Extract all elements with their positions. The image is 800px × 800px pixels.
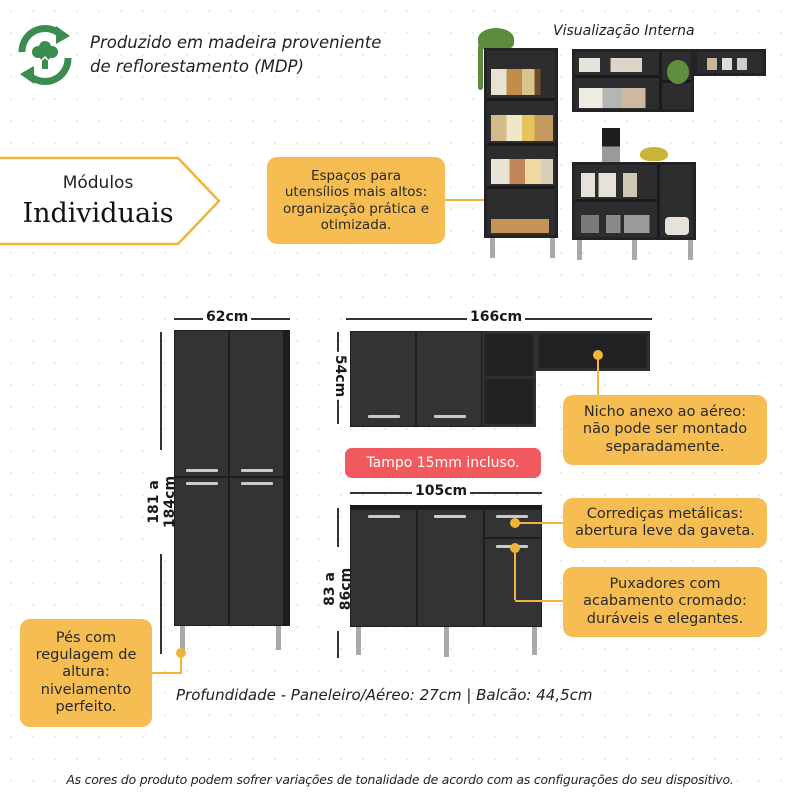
base-width-label: 105cm bbox=[412, 483, 471, 499]
callout-text: nivelamento bbox=[40, 681, 132, 698]
cabinet-leg bbox=[550, 238, 555, 258]
countertop bbox=[350, 505, 542, 509]
cabinet-leg bbox=[632, 240, 637, 260]
plant-vine bbox=[478, 45, 483, 90]
callout-handles: Puxadores com acabamento cromado: duráve… bbox=[563, 567, 767, 637]
internal-view-label: Visualização Interna bbox=[553, 23, 695, 39]
plant-icon bbox=[478, 28, 514, 50]
base-cabinet bbox=[350, 505, 542, 627]
color-disclaimer: As cores do produto podem sofrer variaçõ… bbox=[66, 772, 734, 787]
door bbox=[229, 477, 284, 626]
chrome-handle bbox=[241, 482, 273, 485]
callout-feet: Pés com regulagem de altura: nivelamento… bbox=[20, 619, 152, 727]
connector-line bbox=[445, 199, 520, 201]
open-shelf bbox=[482, 376, 536, 427]
callout-text: Corrediças metálicas: bbox=[586, 505, 744, 522]
chrome-handle bbox=[186, 482, 218, 485]
connector-line bbox=[515, 600, 565, 602]
callout-text: separadamente. bbox=[605, 438, 725, 455]
wall-cabinet bbox=[350, 331, 536, 427]
connector-line bbox=[180, 653, 182, 673]
callout-text: regulagem de bbox=[35, 646, 137, 663]
countertop-badge: Tampo 15mm incluso. bbox=[345, 448, 541, 478]
chrome-handle bbox=[368, 415, 400, 418]
callout-text: utensílios mais altos: bbox=[284, 184, 428, 201]
cabinet-leg bbox=[688, 240, 693, 260]
callout-text: perfeito. bbox=[55, 699, 117, 716]
door bbox=[350, 331, 416, 427]
callout-text: abertura leve da gaveta. bbox=[575, 523, 755, 539]
cabinet-leg bbox=[490, 238, 495, 258]
callout-text: otimizada. bbox=[320, 216, 392, 233]
cabinet-leg bbox=[577, 240, 582, 260]
wall-height-label: 54cm bbox=[332, 351, 349, 401]
connector-line bbox=[152, 672, 182, 674]
adjustable-foot bbox=[356, 627, 361, 655]
door bbox=[174, 330, 229, 477]
callout-text: duráveis e elegantes. bbox=[586, 610, 744, 627]
callout-text: Puxadores com bbox=[609, 575, 721, 592]
callout-text: Espaços para bbox=[310, 168, 402, 185]
callout-text: não pode ser montado bbox=[582, 421, 748, 438]
badge-line2: Individuais bbox=[22, 198, 174, 229]
wall-width-label: 166cm bbox=[467, 309, 526, 325]
tall-cabinet-open bbox=[484, 48, 558, 238]
adjustable-foot bbox=[444, 627, 449, 657]
eco-text: Produzido em madeira proveniente de refl… bbox=[90, 31, 381, 79]
callout-text: Pés com bbox=[55, 629, 117, 646]
callout-slides: Corrediças metálicas: abertura leve da g… bbox=[563, 498, 767, 548]
connector-dot bbox=[593, 350, 603, 360]
chrome-handle bbox=[368, 515, 400, 518]
door bbox=[229, 330, 284, 477]
open-shelf bbox=[482, 331, 536, 379]
badge-line1: Módulos bbox=[62, 173, 134, 193]
chrome-handle bbox=[434, 415, 466, 418]
coffee-maker-icon bbox=[602, 128, 620, 162]
eco-icon bbox=[12, 22, 78, 88]
callout-tall-spaces: Espaços para utensílios mais altos: orga… bbox=[267, 157, 445, 244]
depth-note: Profundidade - Paneleiro/Aéreo: 27cm | B… bbox=[176, 686, 593, 704]
chrome-handle bbox=[241, 469, 273, 472]
chrome-handle bbox=[434, 515, 466, 518]
connector-line bbox=[514, 548, 516, 600]
base-cabinet-open bbox=[572, 162, 696, 240]
eco-text-line1: Produzido em madeira proveniente bbox=[90, 33, 382, 52]
chrome-handle bbox=[186, 469, 218, 472]
fruit-bowl-icon bbox=[640, 147, 668, 161]
callout-niche: Nicho anexo ao aéreo: não pode ser monta… bbox=[563, 395, 767, 465]
callout-text: organização prática e bbox=[282, 200, 430, 217]
callout-text: Nicho anexo ao aéreo: bbox=[583, 403, 747, 420]
tall-cabinet bbox=[174, 330, 290, 626]
niche-open bbox=[694, 49, 766, 76]
adjustable-foot bbox=[180, 626, 185, 650]
door bbox=[417, 509, 484, 627]
adjustable-foot bbox=[532, 627, 537, 655]
connector-line bbox=[597, 356, 599, 398]
tall-width-label: 62cm bbox=[203, 309, 252, 325]
door bbox=[350, 509, 417, 627]
door bbox=[416, 331, 482, 427]
eco-text-line2: de reflorestamento (MDP) bbox=[90, 57, 304, 76]
modules-badge: Módulos Individuais bbox=[0, 156, 222, 246]
callout-text: acabamento cromado: bbox=[583, 593, 747, 610]
connector-line bbox=[515, 522, 565, 524]
chrome-handle bbox=[496, 515, 528, 518]
door bbox=[174, 477, 229, 626]
adjustable-foot bbox=[276, 626, 281, 650]
callout-text: altura: bbox=[62, 664, 110, 681]
wall-cabinet-open bbox=[572, 49, 694, 112]
